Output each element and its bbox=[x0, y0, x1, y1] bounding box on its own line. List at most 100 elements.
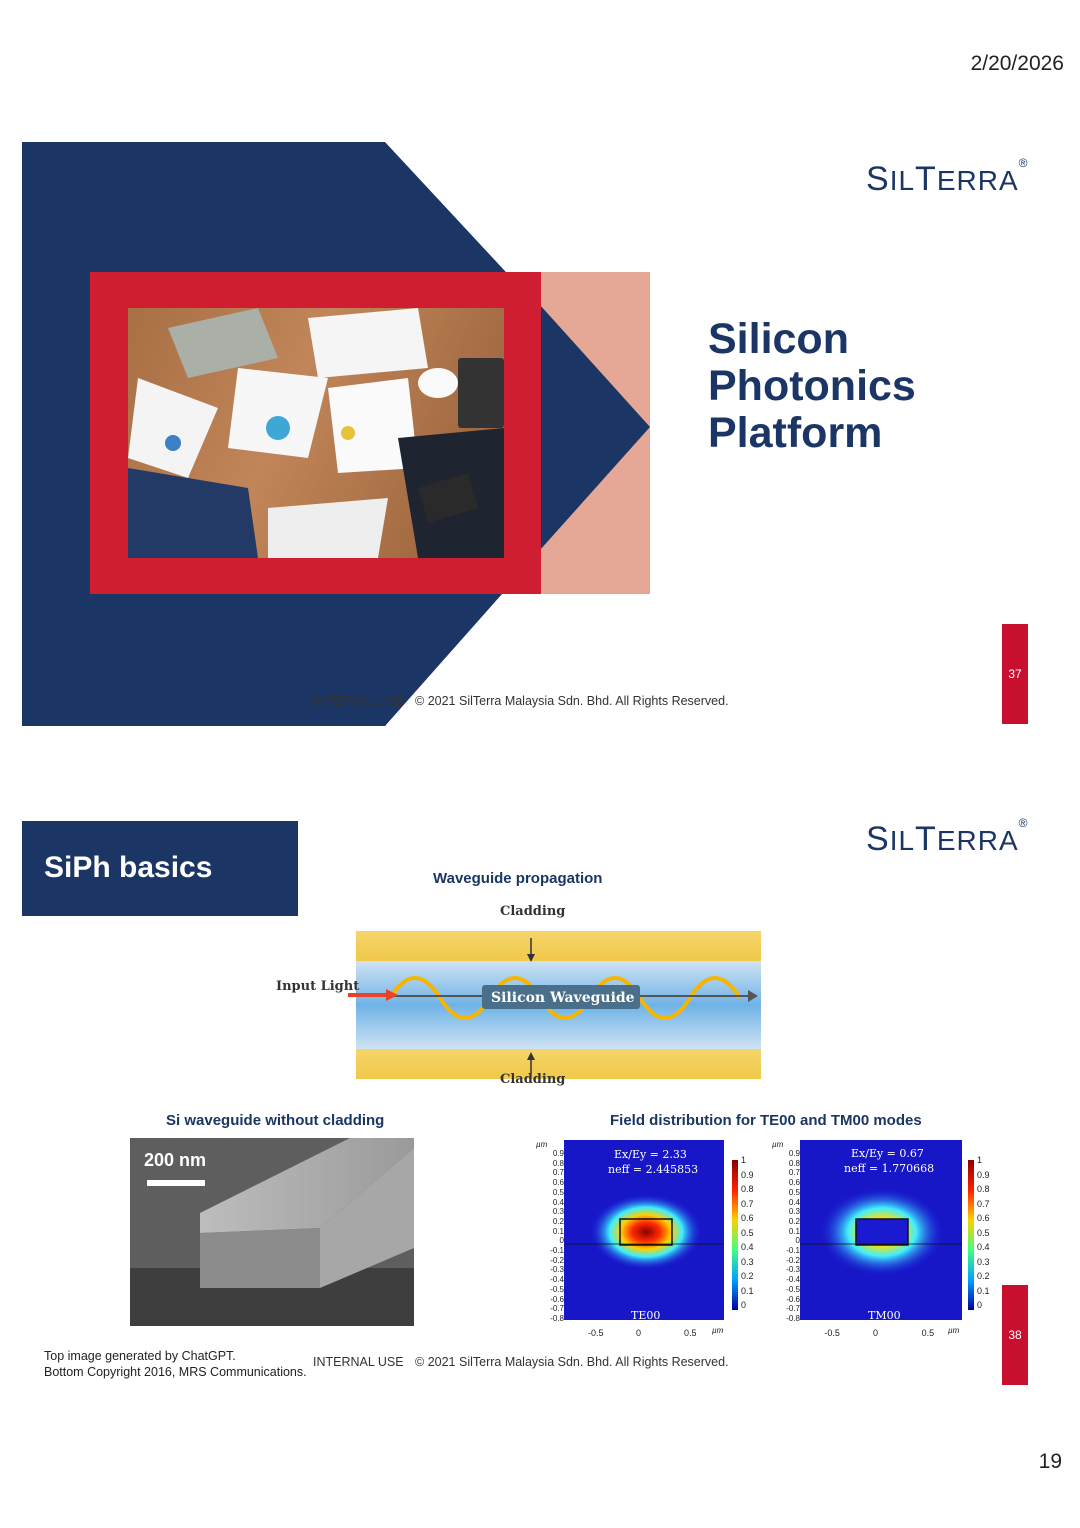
axis-tick-label: -0.4 bbox=[550, 1275, 564, 1285]
axis-tick-label: 0.9 bbox=[552, 1149, 564, 1158]
credit-line: Bottom Copyright 2016, MRS Communication… bbox=[44, 1365, 307, 1379]
slide-37: SILTERRA® Silicon Photonics Platform INT… bbox=[0, 140, 1080, 728]
axis-tick-label: -0.6 bbox=[786, 1294, 800, 1304]
copyright-text: © 2021 SilTerra Malaysia Sdn. Bhd. All R… bbox=[415, 1355, 729, 1369]
colorbar-tick-label: 0.2 bbox=[741, 1271, 754, 1281]
title-line: Photonics bbox=[708, 362, 916, 410]
colorbar-tick-label: 0.6 bbox=[977, 1213, 990, 1223]
axis-tick-label: 0.7 bbox=[788, 1168, 800, 1178]
internal-use-label: INTERNAL USE bbox=[313, 1355, 404, 1369]
cladding-top-label: Cladding bbox=[500, 904, 566, 919]
tm-unit-label: µm bbox=[772, 1140, 784, 1149]
input-arrowhead bbox=[386, 989, 398, 1001]
tm-x-unit-label: µm bbox=[948, 1326, 960, 1335]
colorbar-tick-label: 0.5 bbox=[977, 1227, 990, 1238]
cladding-bottom-label: Cladding bbox=[500, 1072, 566, 1087]
colorbar-tick-label: 0.9 bbox=[977, 1169, 990, 1180]
copyright-text: © 2021 SilTerra Malaysia Sdn. Bhd. All R… bbox=[415, 694, 729, 708]
top-cladding bbox=[356, 931, 761, 961]
header-title: SiPh basics bbox=[44, 851, 213, 884]
light-wave bbox=[388, 976, 742, 1020]
sem-caption: Si waveguide without cladding bbox=[166, 1112, 385, 1129]
axis-tick-label: 0.2 bbox=[552, 1216, 564, 1226]
tm-x-axis: -0.5 0 0.5 bbox=[800, 1328, 962, 1340]
axis-tick-label: -0.1 bbox=[550, 1246, 564, 1255]
header-box: SiPh basics bbox=[22, 821, 298, 916]
axis-tick-label: 0.7 bbox=[552, 1168, 564, 1178]
te-colorbar bbox=[732, 1160, 738, 1310]
core-label-box bbox=[482, 985, 640, 1009]
colorbar-tick-label: 0.1 bbox=[741, 1285, 754, 1296]
te-ratio: Ex/Ey = 2.33 bbox=[614, 1148, 687, 1161]
axis-tick-label: -0.4 bbox=[786, 1275, 800, 1285]
colorbar-tick-label: 0.5 bbox=[741, 1227, 754, 1238]
axis-tick-label: -0.8 bbox=[550, 1313, 564, 1323]
axis-tick-label: 0.1 bbox=[788, 1226, 800, 1236]
slide-footer: INTERNAL USE © 2021 SilTerra Malaysia Sd… bbox=[313, 1355, 737, 1369]
axis-tick-label: 0 bbox=[795, 1236, 800, 1246]
axis-tick-label: -0.7 bbox=[786, 1304, 800, 1314]
te-neff: neff = 2.445853 bbox=[608, 1163, 699, 1176]
tm-neff: neff = 1.770668 bbox=[844, 1162, 935, 1175]
axis-tick-label: 0.8 bbox=[552, 1158, 564, 1168]
axis-tick-label: 0.3 bbox=[552, 1207, 564, 1217]
slide-number-tab: 37 bbox=[1002, 624, 1028, 724]
slide-number: 38 bbox=[1008, 1328, 1022, 1342]
colorbar-tick-label: 0.4 bbox=[741, 1242, 754, 1252]
credit-line: Top image generated by ChatGPT. bbox=[44, 1349, 236, 1363]
colorbar-tick-label: 0.9 bbox=[741, 1169, 754, 1180]
sem-image bbox=[130, 1138, 414, 1326]
axis-tick-label: -0.5 bbox=[588, 1328, 604, 1338]
navy-arrow-tip bbox=[540, 305, 650, 550]
internal-use-label: INTERNAL USE bbox=[313, 694, 404, 708]
axis-tick-label: -0.8 bbox=[786, 1313, 800, 1323]
colorbar-tick-label: 0.7 bbox=[741, 1198, 754, 1209]
axis-tick-label: 0.4 bbox=[788, 1197, 800, 1207]
colorbar-tick-label: 0.3 bbox=[741, 1256, 754, 1267]
axis-tick-label: -0.2 bbox=[786, 1255, 800, 1265]
colorbar-tick-label: 0 bbox=[977, 1300, 983, 1310]
axis-tick-label: 0.1 bbox=[552, 1226, 564, 1236]
document-date: 2/20/2026 bbox=[970, 52, 1064, 75]
axis-tick-label: -0.5 bbox=[824, 1328, 840, 1338]
colorbar-tick-label: 0.2 bbox=[977, 1271, 990, 1281]
silterra-logo: SILTERRA® bbox=[866, 156, 1029, 198]
axis-tick-label: -0.5 bbox=[786, 1284, 800, 1294]
colorbar-tick-label: 0.1 bbox=[977, 1285, 990, 1296]
slide-number-tab: 38 bbox=[1002, 1285, 1028, 1385]
axis-tick-label: 0 bbox=[636, 1328, 642, 1338]
slide-number: 37 bbox=[1008, 667, 1022, 681]
axis-tick-label: 0.5 bbox=[921, 1328, 935, 1338]
axis-tick-label: 0.6 bbox=[788, 1178, 800, 1188]
scale-bar-label: 200 nm bbox=[144, 1150, 207, 1170]
axis-tick-label: -0.5 bbox=[550, 1284, 564, 1294]
image-credits: Top image generated by ChatGPT. Bottom C… bbox=[44, 1348, 307, 1380]
colorbar-tick-label: 0.8 bbox=[977, 1184, 990, 1194]
te-mode-field bbox=[590, 1194, 702, 1270]
te-unit-label: µm bbox=[536, 1140, 548, 1149]
axis-tick-label: -0.3 bbox=[550, 1265, 564, 1275]
tm-ratio: Ex/Ey = 0.67 bbox=[851, 1147, 924, 1160]
axis-tick-label: 0.2 bbox=[788, 1216, 800, 1226]
axis-tick-label: -0.6 bbox=[550, 1294, 564, 1304]
te-mode-label: TE00 bbox=[631, 1309, 661, 1322]
colorbar-tick-label: 0 bbox=[741, 1300, 747, 1310]
slide-38: SiPh basics SILTERRA® Waveguide propagat… bbox=[0, 818, 1080, 1398]
axis-tick-label: 0 bbox=[559, 1236, 564, 1246]
input-light-label: Input Light bbox=[276, 979, 360, 994]
te-x-unit-label: µm bbox=[712, 1326, 724, 1335]
slide-footer: INTERNAL USE © 2021 SilTerra Malaysia Sd… bbox=[313, 694, 737, 708]
axis-tick-label: 0.6 bbox=[552, 1178, 564, 1188]
bottom-cladding bbox=[356, 1049, 761, 1079]
colorbar-tick-label: 0.4 bbox=[977, 1242, 990, 1252]
axis-tick-label: 0.8 bbox=[788, 1158, 800, 1168]
tm-waveguide-outline bbox=[855, 1218, 909, 1246]
colorbar-tick-label: 1 bbox=[741, 1155, 747, 1165]
colorbar-tick-label: 0.8 bbox=[741, 1184, 754, 1194]
colorbar-tick-label: 0.3 bbox=[977, 1256, 990, 1267]
axis-tick-label: 0 bbox=[873, 1328, 879, 1338]
colorbar-tick-label: 1 bbox=[977, 1155, 983, 1165]
waveguide-caption: Waveguide propagation bbox=[433, 870, 603, 887]
axis-tick-label: -0.1 bbox=[786, 1246, 800, 1255]
axis-tick-label: 0.9 bbox=[788, 1149, 800, 1158]
